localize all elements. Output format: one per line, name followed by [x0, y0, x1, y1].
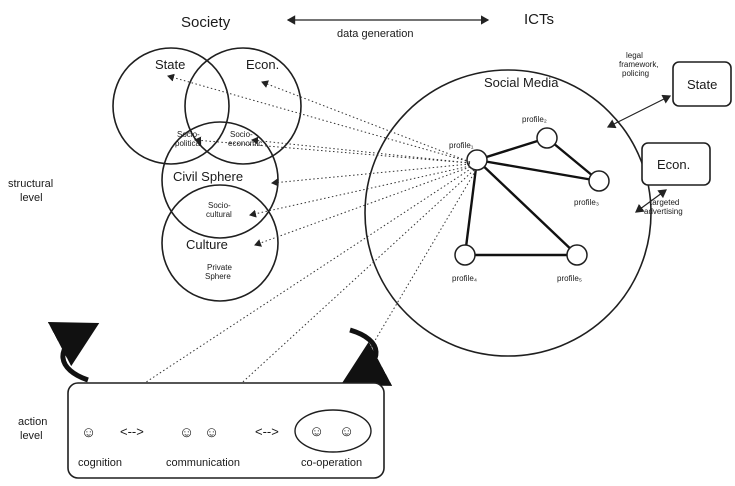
- edge-1-4: [463, 159, 479, 256]
- flow-to-economy: [261, 80, 471, 163]
- icts-title: ICTs: [524, 11, 554, 28]
- culture-label: Culture: [186, 237, 228, 252]
- society-title: Society: [181, 14, 231, 31]
- cooperation-label: co-operation: [301, 457, 362, 469]
- upward-feedback-arrow: [47, 321, 100, 383]
- private-sphere-label-1: Private: [207, 263, 232, 272]
- flow-to-culture: [254, 166, 471, 247]
- profile-4-node: [454, 244, 476, 266]
- profile-2-node: [536, 127, 558, 149]
- profile-1-label: profile₁: [449, 141, 474, 150]
- downward-feedback-arrow: [340, 327, 393, 386]
- profile-4-label: profile₄: [452, 274, 477, 283]
- econ-media-arrow: [635, 189, 667, 213]
- flow-to-cooperation: [334, 169, 477, 409]
- state-label: State: [155, 57, 185, 72]
- socio-cultural-label-1: Socio-: [208, 201, 231, 210]
- external-economy-label: Econ.: [657, 157, 690, 172]
- edge-1-2: [476, 136, 548, 162]
- targeted-advertising-label-1: targeted: [650, 198, 679, 207]
- social-network-edges: [463, 136, 600, 257]
- flow-to-socio-economic: [251, 136, 471, 164]
- data-flow-arrows: [98, 73, 477, 414]
- edge-2-3: [546, 137, 600, 182]
- flow-to-socio-cultural: [249, 165, 471, 218]
- cognition-communication-arrow: <-->: [120, 424, 144, 439]
- cooperation-ellipse: [294, 409, 372, 453]
- flow-to-state: [167, 73, 471, 163]
- flow-to-communication: [208, 169, 475, 414]
- profile-2-label: profile₂: [522, 115, 547, 124]
- structural-level-label-1: structural: [8, 178, 53, 190]
- economy-circle: [184, 47, 302, 165]
- profile-5-node: [566, 244, 588, 266]
- action-level-label-2: level: [20, 430, 43, 442]
- external-economy-box: [641, 142, 711, 186]
- civil-sphere-label: Civil Sphere: [173, 169, 243, 184]
- culture-circle: [161, 184, 279, 302]
- state-media-arrow: [606, 94, 672, 129]
- edge-1-5: [476, 159, 578, 256]
- cooperation-smiley-icon-1: ☺: [309, 423, 324, 440]
- action-level-box: [67, 382, 385, 479]
- socio-economic-label-2: economic: [228, 139, 262, 148]
- legal-framework-label-3: policing: [622, 69, 649, 78]
- private-sphere-label-2: Sphere: [205, 272, 231, 281]
- communication-smiley-icon-1: ☺: [179, 424, 194, 441]
- profile-3-label: profile₃: [574, 198, 599, 207]
- edge-1-3: [476, 158, 600, 183]
- external-state-box: [672, 61, 732, 107]
- economy-label: Econ.: [246, 57, 279, 72]
- profile-1-node: [466, 149, 488, 171]
- targeted-advertising-label-2: advertising: [644, 207, 683, 216]
- state-circle: [112, 47, 230, 165]
- profile-5-label: profile₅: [557, 274, 582, 283]
- action-level-label-1: action: [18, 416, 47, 428]
- socio-cultural-label-2: cultural: [206, 210, 232, 219]
- flow-to-cognition: [98, 167, 473, 414]
- structural-level-label-2: level: [20, 192, 43, 204]
- social-media-title: Social Media: [484, 75, 559, 90]
- communication-cooperation-arrow: <-->: [255, 424, 279, 439]
- cognition-label: cognition: [78, 457, 122, 469]
- socio-political-label-2: political: [175, 139, 202, 148]
- profile-3-node: [588, 170, 610, 192]
- cooperation-smiley-icon-2: ☺: [339, 423, 354, 440]
- socio-political-label-1: Socio-: [177, 130, 200, 139]
- social-media-circle: [364, 69, 652, 357]
- legal-framework-label-1: legal: [626, 51, 643, 60]
- communication-label: communication: [166, 457, 240, 469]
- cognition-smiley-icon: ☺: [81, 424, 96, 441]
- external-state-label: State: [687, 77, 717, 92]
- legal-framework-label-2: framework,: [619, 60, 659, 69]
- flow-to-civil-sphere: [271, 163, 471, 187]
- data-generation-label: data generation: [337, 28, 413, 40]
- communication-smiley-icon-2: ☺: [204, 424, 219, 441]
- socio-economic-label-1: Socio-: [230, 130, 253, 139]
